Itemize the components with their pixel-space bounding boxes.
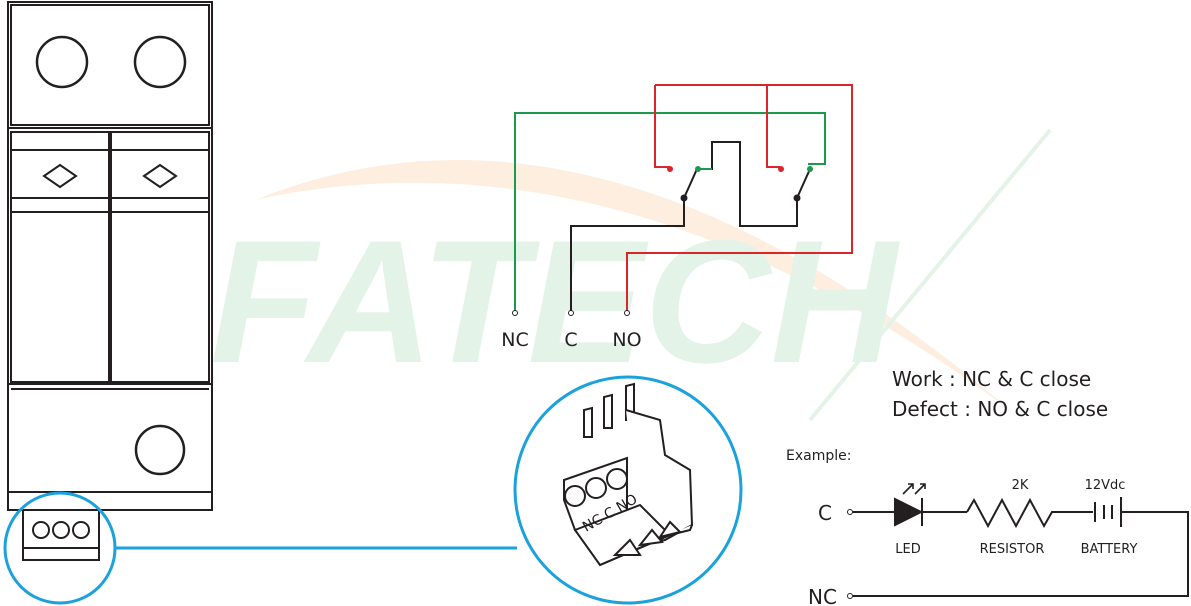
relay-contacts-schematic — [512, 84, 853, 316]
screw-terminal-icon — [134, 424, 186, 476]
example-terminal-nc: NC — [808, 585, 837, 606]
no-wire — [626, 84, 853, 312]
watermark-text: FATECH — [210, 205, 901, 400]
watermark-arc — [255, 160, 1010, 410]
resistor-icon — [966, 497, 1093, 529]
common-wire — [697, 141, 811, 227]
work-status-text: Work : NC & C close — [892, 367, 1091, 391]
surge-protector-device — [7, 1, 213, 561]
example-circuit — [847, 483, 1189, 599]
watermark: FATECH — [210, 128, 1052, 422]
terminal-label-c: C — [564, 329, 577, 351]
terminal-label-nc: NC — [501, 329, 528, 351]
resistor-label: RESISTOR — [980, 542, 1045, 557]
battery-label: BATTERY — [1081, 542, 1138, 557]
indicator-diamond-icon — [42, 163, 78, 189]
battery-value: 12Vdc — [1085, 478, 1126, 493]
resistor-value: 2K — [1012, 478, 1029, 493]
connector-callout — [3, 375, 743, 605]
example-terminal-c: C — [818, 501, 832, 525]
terminal-label-no: NO — [612, 329, 641, 351]
screw-terminal-icon — [133, 35, 187, 89]
led-icon — [894, 497, 924, 527]
light-emission-icon — [902, 483, 926, 495]
nc-wire — [514, 112, 826, 312]
terminal-block-connector: NC C NO — [563, 382, 694, 567]
example-title: Example: — [786, 448, 851, 464]
defect-status-text: Defect : NO & C close — [892, 397, 1108, 421]
watermark-slash — [808, 128, 1052, 422]
indicator-diamond-icon — [142, 163, 178, 189]
screw-terminal-icon — [35, 35, 89, 89]
led-label: LED — [895, 542, 920, 557]
